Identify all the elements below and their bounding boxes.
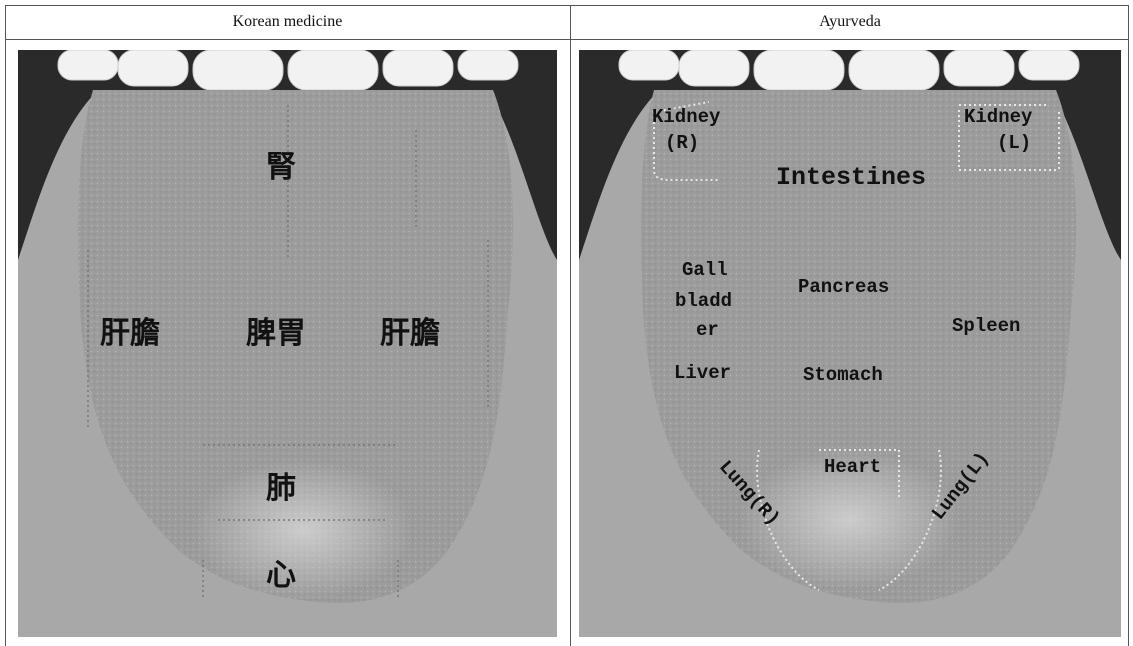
label-lung: 肺 (266, 463, 296, 507)
header-ayurveda: Ayurveda (571, 5, 1129, 39)
label-gallbladder-line1: Gall (682, 259, 728, 282)
table-header-divider (5, 39, 1129, 40)
label-liver-gallbladder-left: 肝膽 (100, 308, 160, 352)
label-heart: Heart (824, 456, 881, 479)
label-spleen-stomach: 脾胃 (246, 308, 306, 352)
label-kidney-r-line1: Kidney (652, 106, 720, 129)
tongue-image-ayurveda: Kidney (R) Kidney (L) Intestines Gall bl… (579, 50, 1121, 637)
label-liver: Liver (674, 362, 731, 385)
label-kidney-l-line2: (L) (997, 132, 1031, 155)
label-kidney-r-line2: (R) (665, 132, 699, 155)
label-pancreas: Pancreas (798, 276, 889, 299)
label-liver-gallbladder-right: 肝膽 (380, 308, 440, 352)
label-spleen: Spleen (952, 315, 1020, 338)
label-stomach: Stomach (803, 364, 883, 387)
label-heart: 心 (266, 550, 296, 594)
label-kidney: 腎 (266, 142, 296, 186)
label-gallbladder-line2: bladd (675, 290, 732, 313)
label-intestines: Intestines (776, 163, 926, 193)
table-column-divider (570, 5, 571, 646)
header-korean-medicine: Korean medicine (5, 5, 570, 39)
label-kidney-l-line1: Kidney (964, 106, 1032, 129)
tongue-image-korean: 腎 肝膽 脾胃 肝膽 肺 心 (18, 50, 557, 637)
label-gallbladder-line3: er (696, 319, 719, 342)
